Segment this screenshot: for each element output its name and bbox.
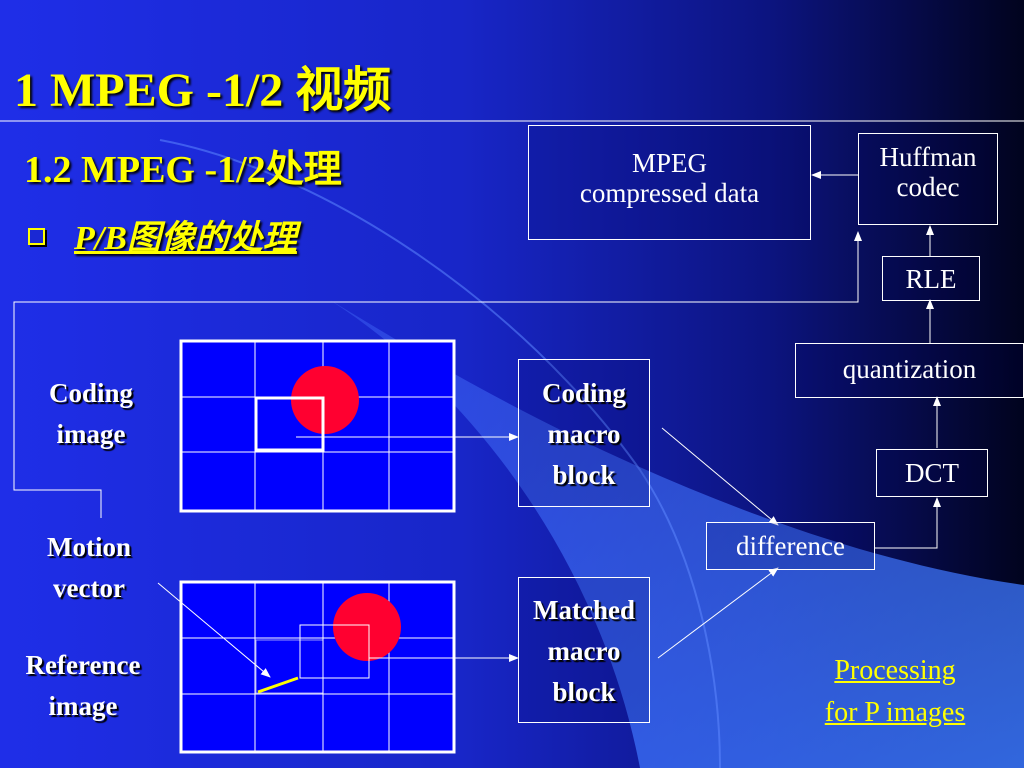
- decorative-arc: [159, 139, 721, 768]
- processing-caption-line2: for P images: [824, 697, 966, 728]
- coding-macro-block-line3: block: [552, 460, 616, 490]
- processing-caption-line1: Processing: [834, 655, 956, 686]
- slide-title: 1 MPEG -1/2 视频: [14, 64, 392, 117]
- bullet-text: P/B图像的处理: [74, 220, 297, 257]
- rle-box: RLE: [882, 256, 980, 301]
- coding-image-label-line1: Coding: [48, 378, 134, 408]
- decorative-sweep: [330, 300, 1024, 768]
- original-position-block: [255, 639, 324, 694]
- huffman-label-line1: Huffman: [879, 142, 977, 172]
- quantization-box: quantization: [795, 343, 1024, 398]
- reference-image-label-line2: image: [48, 691, 118, 721]
- coding-image-label-line2: image: [56, 419, 126, 449]
- difference-to-dct: [875, 497, 941, 549]
- coding-macro-block-line2: macro: [547, 419, 621, 449]
- matched-to-difference: [657, 567, 779, 659]
- coding-image-label: Coding image: [28, 373, 154, 455]
- huffman-box: Huffman codec: [858, 133, 998, 225]
- mpeg-output-box: MPEG compressed data: [528, 125, 811, 240]
- motion-vector-label: Motion vector: [26, 527, 152, 609]
- coding-to-difference: [661, 427, 779, 526]
- coding-macro-block-line1: Coding: [541, 378, 627, 408]
- coding-macro-block-box: Coding macro block: [518, 359, 650, 507]
- matched-macro-block-line2: macro: [547, 636, 621, 666]
- current-macro-block: [254, 396, 325, 452]
- coding-image-object: [291, 366, 359, 434]
- motion-vector-label-line2: vector: [53, 573, 125, 603]
- checkbox-bullet-icon: [28, 228, 45, 245]
- quantization-label: quantization: [842, 354, 977, 384]
- difference-label: difference: [736, 531, 845, 561]
- matched-macro-block: [299, 624, 370, 679]
- reference-image-label-line1: Reference: [25, 650, 141, 680]
- motion-vector-label-line1: Motion: [47, 532, 131, 562]
- motion-vector-arrow: [257, 676, 299, 694]
- dct-label: DCT: [905, 458, 959, 488]
- slide-subtitle: 1.2 MPEG -1/2处理: [24, 149, 342, 191]
- reference-image-object: [333, 593, 401, 661]
- dct-box: DCT: [876, 449, 988, 497]
- processing-caption: Processing for P images: [800, 650, 990, 734]
- matched-macro-block-box: Matched macro block: [518, 577, 650, 723]
- mpeg-output-line2: compressed data: [579, 178, 760, 208]
- motion-vector-feed-line: [13, 231, 862, 518]
- difference-box: difference: [706, 522, 875, 570]
- mpeg-output-line1: MPEG: [631, 148, 707, 178]
- reference-image-label: Reference image: [4, 645, 162, 727]
- matched-macro-block-line1: Matched: [533, 595, 635, 625]
- matched-macro-block-line3: block: [552, 677, 616, 707]
- motion-vector-pointer: [157, 582, 271, 678]
- huffman-label-line2: codec: [896, 172, 960, 202]
- reference-image-grid: [179, 580, 456, 754]
- rle-label: RLE: [905, 264, 957, 294]
